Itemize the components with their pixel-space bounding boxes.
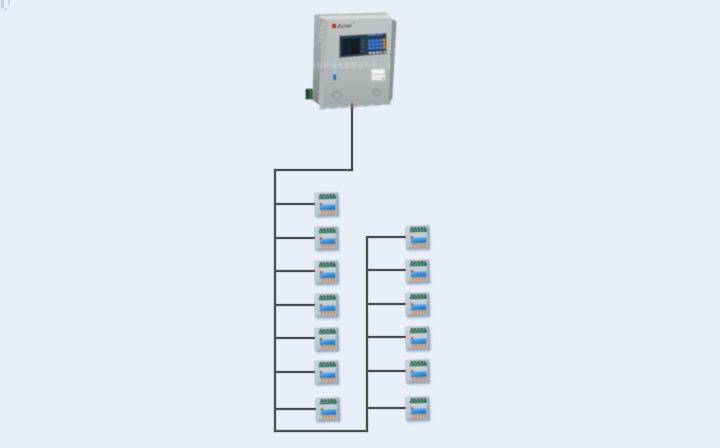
svg-text:Acrel: Acrel [336, 24, 352, 31]
svg-text:江苏安科瑞电器制造有限公司: 江苏安科瑞电器制造有限公司 [303, 62, 391, 70]
